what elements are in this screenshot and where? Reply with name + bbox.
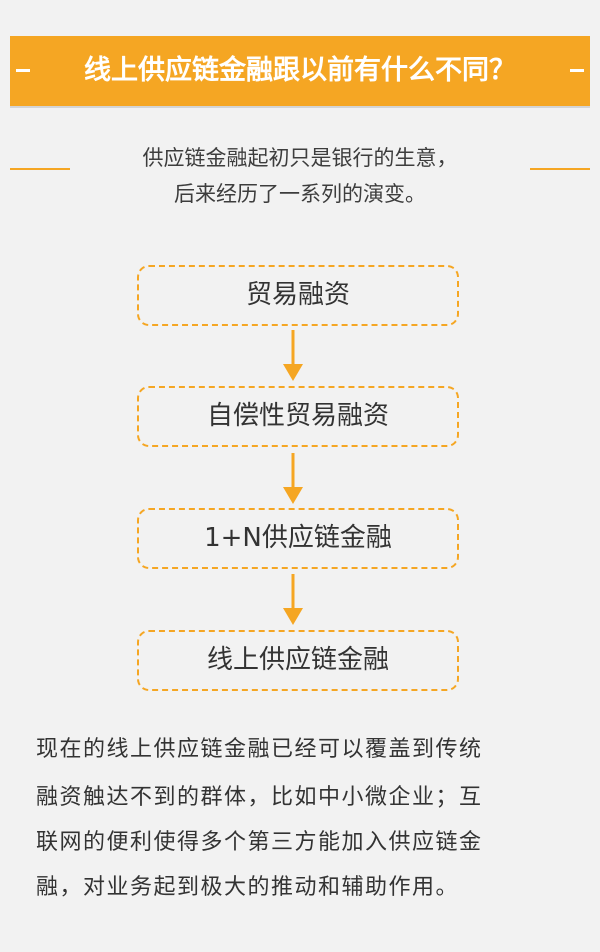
intro-line-2: 后来经历了一系列的演变。	[174, 182, 426, 206]
intro-right-divider	[530, 168, 590, 170]
down-arrow-icon	[281, 574, 305, 625]
intro-left-divider	[10, 168, 70, 170]
banner-left-dash	[16, 69, 30, 72]
conclusion-line-4: 融，对业务起到极大的推动和辅助作用。	[36, 875, 460, 900]
conclusion-line-3: 联网的便利使得多个第三方能加入供应链金	[36, 830, 483, 855]
title-banner: 线上供应链金融跟以前有什么不同？	[10, 36, 590, 106]
flow-step-online-supply-chain-finance: 线上供应链金融	[137, 630, 459, 691]
banner-right-dash	[570, 69, 584, 72]
conclusion-line-1: 现在的线上供应链金融已经可以覆盖到传统	[36, 737, 483, 762]
page-title: 线上供应链金融跟以前有什么不同？	[84, 55, 516, 86]
conclusion-line-2: 融资触达不到的群体，比如中小微企业；互	[36, 785, 483, 810]
flow-step-1n-supply-chain-finance: 1+N供应链金融	[137, 508, 459, 569]
flow-step-self-liquidating-trade-financing: 自偿性贸易融资	[137, 386, 459, 447]
intro-line-1: 供应链金融起初只是银行的生意，	[142, 146, 458, 170]
down-arrow-icon	[281, 330, 305, 381]
flow-step-trade-financing: 贸易融资	[137, 265, 459, 326]
down-arrow-icon	[281, 453, 305, 504]
